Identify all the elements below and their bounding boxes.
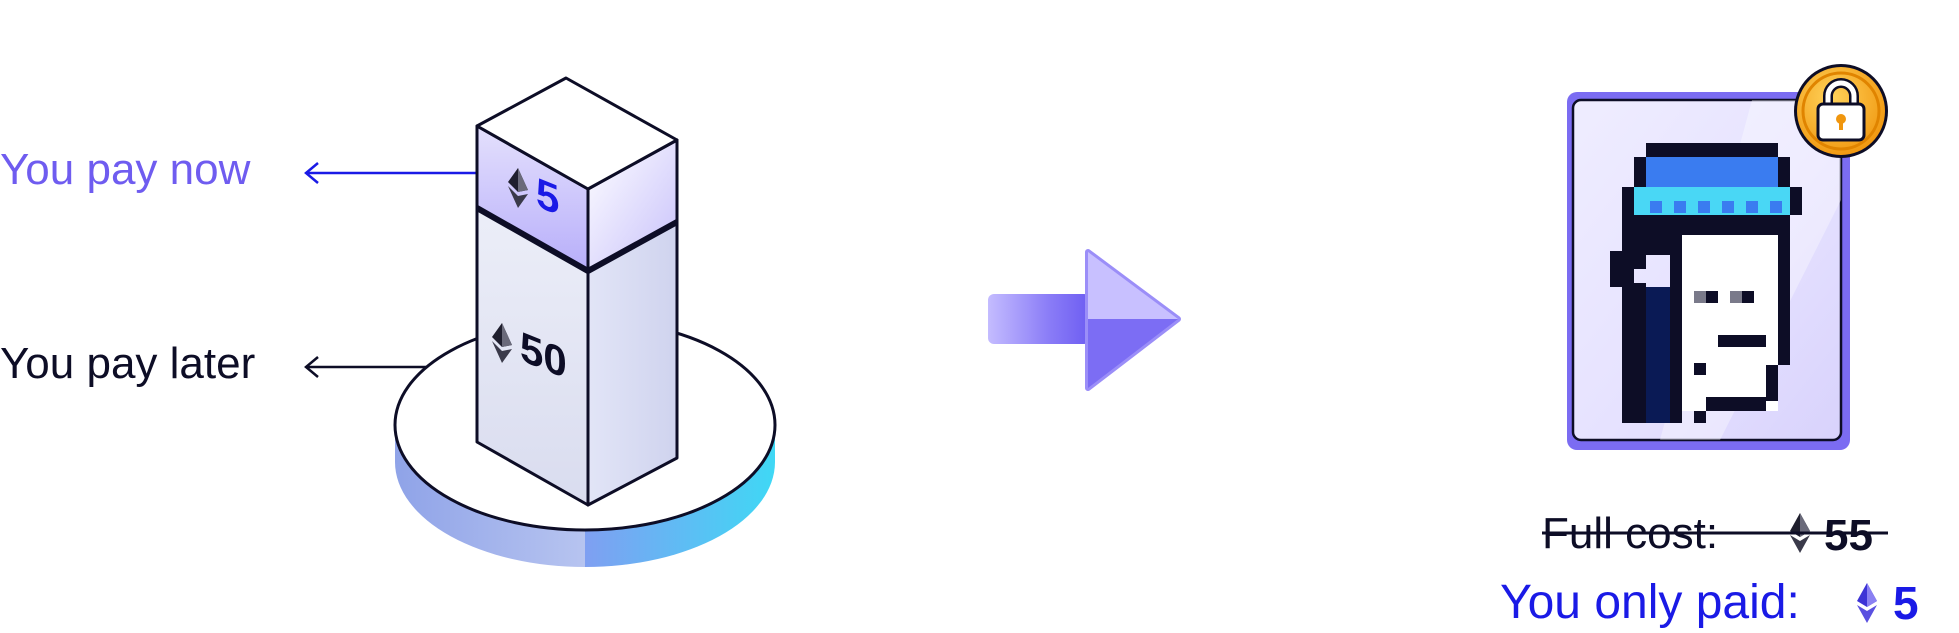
padlock-icon xyxy=(1794,64,1888,158)
pay-now-arrow xyxy=(304,162,477,184)
paid-eth-icon xyxy=(1857,583,1877,623)
pillar-bottom-eth-icon xyxy=(492,323,512,363)
pay-now-label: You pay now xyxy=(0,145,251,194)
full-cost-value: 55 xyxy=(1824,511,1873,560)
payment-pillar xyxy=(475,76,679,507)
paid-row: You only paid: 5 xyxy=(1500,576,1919,629)
pillar-top-eth-icon xyxy=(508,168,528,208)
pillar-top-value: 5 xyxy=(536,169,559,226)
pay-later-label: You pay later xyxy=(0,339,255,388)
full-cost-row: Full cost: 55 xyxy=(1542,509,1888,560)
paid-value: 5 xyxy=(1893,577,1919,629)
paid-label: You only paid: xyxy=(1500,576,1800,629)
pixel-punk-avatar-icon xyxy=(1610,143,1802,423)
full-cost-eth-icon xyxy=(1790,513,1810,553)
right-arrow-icon xyxy=(988,249,1181,391)
